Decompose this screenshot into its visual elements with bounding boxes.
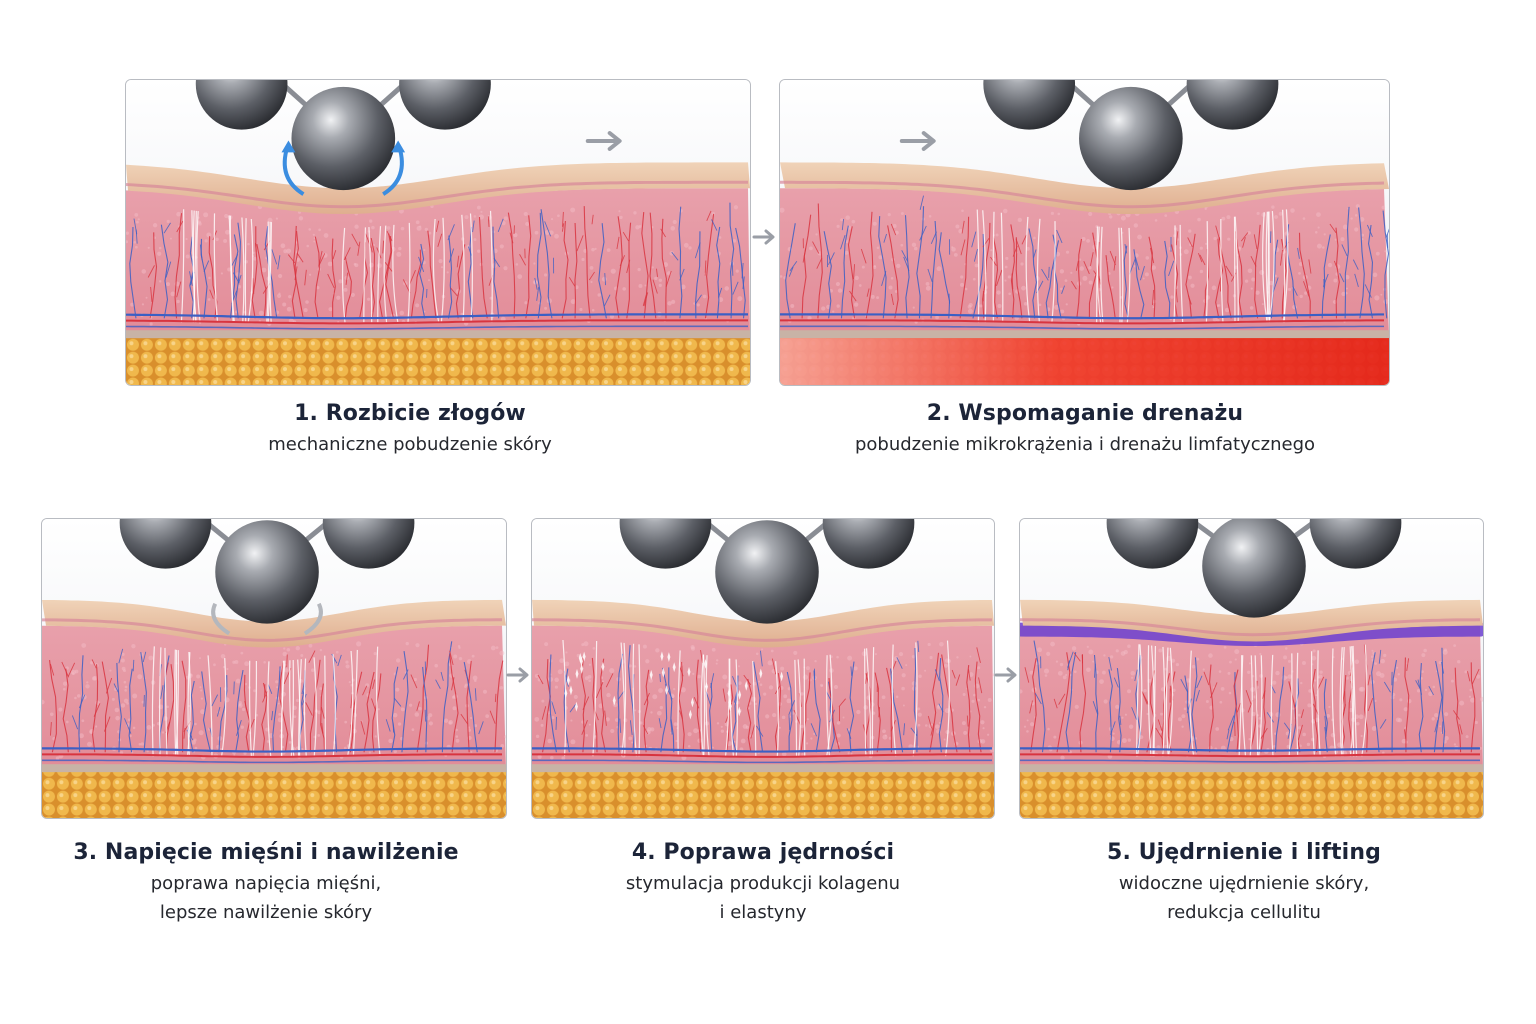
step-description-line: redukcja cellulitu [1167, 902, 1321, 923]
roller-sphere-icon [119, 519, 212, 569]
sparkle-icon [575, 668, 579, 679]
sparkle-icon [574, 701, 578, 712]
motion-arrow-icon [303, 602, 323, 636]
fat-layer [532, 770, 994, 818]
dermis-layer [42, 625, 506, 771]
roller-sphere-icon [715, 520, 819, 624]
step-title: 1. Rozbicie złogów [294, 401, 526, 426]
step-2-caption: 2. Wspomaganie drenażu pobudzenie mikrok… [800, 401, 1370, 459]
step-title: 5. Ujędrnienie i lifting [1107, 840, 1381, 865]
step-description-line: poprawa napięcia mięśni, [150, 873, 382, 894]
skin-cross-section [126, 80, 750, 385]
fat-layer [126, 336, 750, 385]
sparkle-icon [744, 680, 748, 691]
skin-cross-section [780, 80, 1389, 385]
sparkle-icon [582, 651, 586, 662]
sparkle-icon [660, 651, 664, 662]
roller-sphere-icon [1202, 519, 1306, 618]
epidermis-layer [42, 599, 506, 648]
roller-sphere-icon [1106, 519, 1199, 569]
sparkle-icon [759, 668, 763, 679]
roller-sphere-icon [399, 80, 491, 130]
sparkle-icon [649, 669, 653, 680]
roller-sphere-icon [822, 519, 915, 569]
sparkle-icon [704, 681, 708, 692]
dermis-layer [126, 188, 750, 337]
connector-arrow-icon [994, 665, 1020, 685]
roller-sphere-icon [195, 80, 288, 130]
sparkle-icon [578, 653, 582, 663]
step-description-line: mechaniczne pobudzenie skóry [268, 434, 552, 455]
sparkle-icon [667, 652, 671, 663]
skin-cross-section [532, 519, 994, 818]
step-5-caption: 5. Ujędrnienie i lifting widoczne ujędrn… [1019, 840, 1469, 927]
sparkle-icon [569, 685, 573, 696]
step-2-illustration [779, 79, 1390, 386]
skin-cross-section [1020, 519, 1483, 818]
step-title: 2. Wspomaganie drenażu [926, 401, 1244, 426]
epidermis-layer [532, 599, 994, 648]
sparkle-icon [727, 688, 731, 699]
sparkle-icon [728, 701, 732, 712]
motion-arrow-icon [211, 602, 231, 636]
step-1-caption: 1. Rozbicie złogów mechaniczne pobudzeni… [125, 401, 695, 459]
step-description-line: lepsze nawilżenie skóry [159, 902, 373, 923]
step-description-line: stymulacja produkcji kolagenu [625, 873, 901, 894]
epidermis-layer [780, 162, 1389, 215]
sparkle-icon [665, 685, 669, 696]
roller-sphere-icon [291, 86, 396, 191]
sparkle-icon [690, 697, 694, 708]
roller-sphere-icon [1309, 519, 1402, 569]
sparkle-icon [564, 688, 568, 699]
step-3-illustration [41, 518, 507, 819]
sparkle-icon [688, 709, 692, 720]
roller-sphere-icon [619, 519, 712, 569]
connector-arrow-icon [752, 227, 778, 247]
sparkle-icon [780, 671, 784, 682]
step-description-line: i elastyny [719, 902, 807, 923]
epidermis-layer [1020, 599, 1483, 642]
sparkle-icon [737, 706, 741, 717]
roller-sphere-icon [215, 520, 319, 624]
sparkle-icon [580, 663, 584, 674]
sparkle-icon [566, 675, 570, 686]
step-description-line: pobudzenie mikrokrążenia i drenażu limfa… [854, 434, 1316, 455]
step-description-line: widoczne ujędrnienie skóry, [1118, 873, 1370, 894]
direction-arrow-icon [899, 131, 936, 151]
connector-arrow-icon [506, 665, 532, 685]
roller-sphere-icon [1186, 80, 1279, 130]
skin-cross-section [42, 519, 506, 818]
sparkle-icon [612, 695, 616, 706]
step-title: 3. Napięcie mięśni i nawilżenie [73, 840, 459, 865]
sparkle-icon [738, 689, 742, 700]
direction-arrow-icon [585, 131, 622, 151]
roller-sphere-icon [983, 80, 1076, 130]
sparkle-icon [672, 662, 676, 673]
step-title: 4. Poprawa jędrności [631, 840, 895, 865]
step-4-caption: 4. Poprawa jędrności stymulacja produkcj… [531, 840, 995, 927]
step-3-caption: 3. Napięcie mięśni i nawilżenie poprawa … [41, 840, 491, 927]
roller-sphere-icon [1079, 86, 1183, 191]
fat-layer [1020, 770, 1483, 818]
roller-sphere-icon [322, 519, 415, 569]
sparkle-icon [601, 661, 605, 672]
step-5-illustration [1019, 518, 1484, 819]
drainage-glow [780, 338, 1389, 385]
step-4-illustration [531, 518, 995, 819]
sparkle-icon [661, 667, 665, 678]
fat-layer [42, 770, 506, 818]
step-1-illustration [125, 79, 751, 386]
